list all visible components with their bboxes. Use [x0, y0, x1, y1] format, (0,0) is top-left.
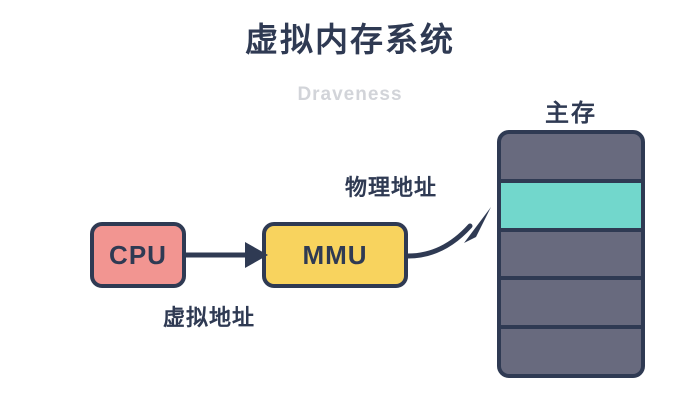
physical-address-arrow [405, 207, 491, 259]
physical-address-arrow-head [464, 207, 491, 243]
memory-cell-4 [501, 280, 641, 326]
virtual-address-label: 虚拟地址 [163, 305, 256, 330]
memory-cell-3 [501, 231, 641, 277]
main-memory-title: 主存 [545, 100, 597, 127]
physical-address-label: 物理地址 [345, 175, 438, 200]
physical-address-arrow-line [405, 223, 473, 259]
watermark-text: Draveness [297, 84, 403, 105]
mmu-node: MMU [262, 222, 408, 288]
memory-cell-1 [501, 134, 641, 179]
virtual-address-arrow [186, 242, 268, 268]
page-title: 虚拟内存系统 [245, 21, 455, 58]
cpu-node-label: CPU [109, 239, 167, 270]
memory-cell-2 [501, 182, 641, 228]
cpu-node: CPU [90, 222, 186, 288]
main-memory-block [497, 130, 645, 378]
memory-cell-5 [501, 329, 641, 374]
mmu-node-label: MMU [302, 239, 368, 270]
